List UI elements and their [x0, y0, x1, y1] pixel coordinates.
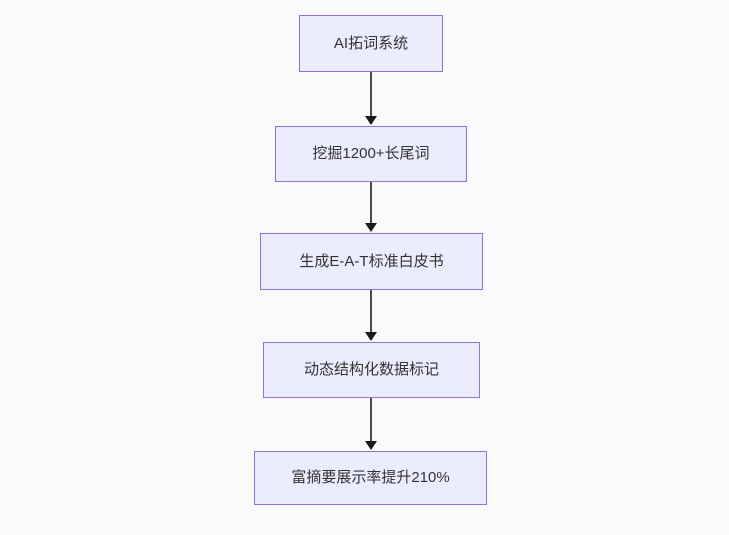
flow-node-longtail-mining: 挖掘1200+长尾词	[275, 126, 467, 182]
flow-node-eat-whitepaper: 生成E-A-T标准白皮书	[260, 233, 483, 290]
flow-node-label: 生成E-A-T标准白皮书	[299, 252, 444, 270]
arrow-shaft	[370, 182, 372, 223]
flow-node-ai-word-expansion: AI拓词系统	[299, 15, 443, 72]
flow-node-rich-snippet-result: 富摘要展示率提升210%	[254, 451, 487, 505]
arrow-shaft	[370, 72, 372, 116]
arrow-shaft	[370, 290, 372, 332]
flow-arrow-c-to-d	[365, 290, 377, 341]
flow-node-label: 挖掘1200+长尾词	[312, 145, 430, 162]
arrow-head-down-icon	[365, 223, 377, 232]
flow-node-label: 富摘要展示率提升210%	[291, 469, 450, 486]
arrow-head-down-icon	[365, 116, 377, 125]
arrow-head-down-icon	[365, 332, 377, 341]
flow-node-label: AI拓词系统	[333, 34, 409, 52]
flow-node-label: 动态结构化数据标记	[303, 361, 439, 378]
flow-arrow-b-to-c	[365, 182, 377, 232]
flow-arrow-d-to-e	[365, 398, 377, 450]
arrow-shaft	[370, 398, 372, 441]
flow-node-structured-data-markup: 动态结构化数据标记	[263, 342, 480, 398]
flow-arrow-a-to-b	[365, 72, 377, 125]
arrow-head-down-icon	[365, 441, 377, 450]
